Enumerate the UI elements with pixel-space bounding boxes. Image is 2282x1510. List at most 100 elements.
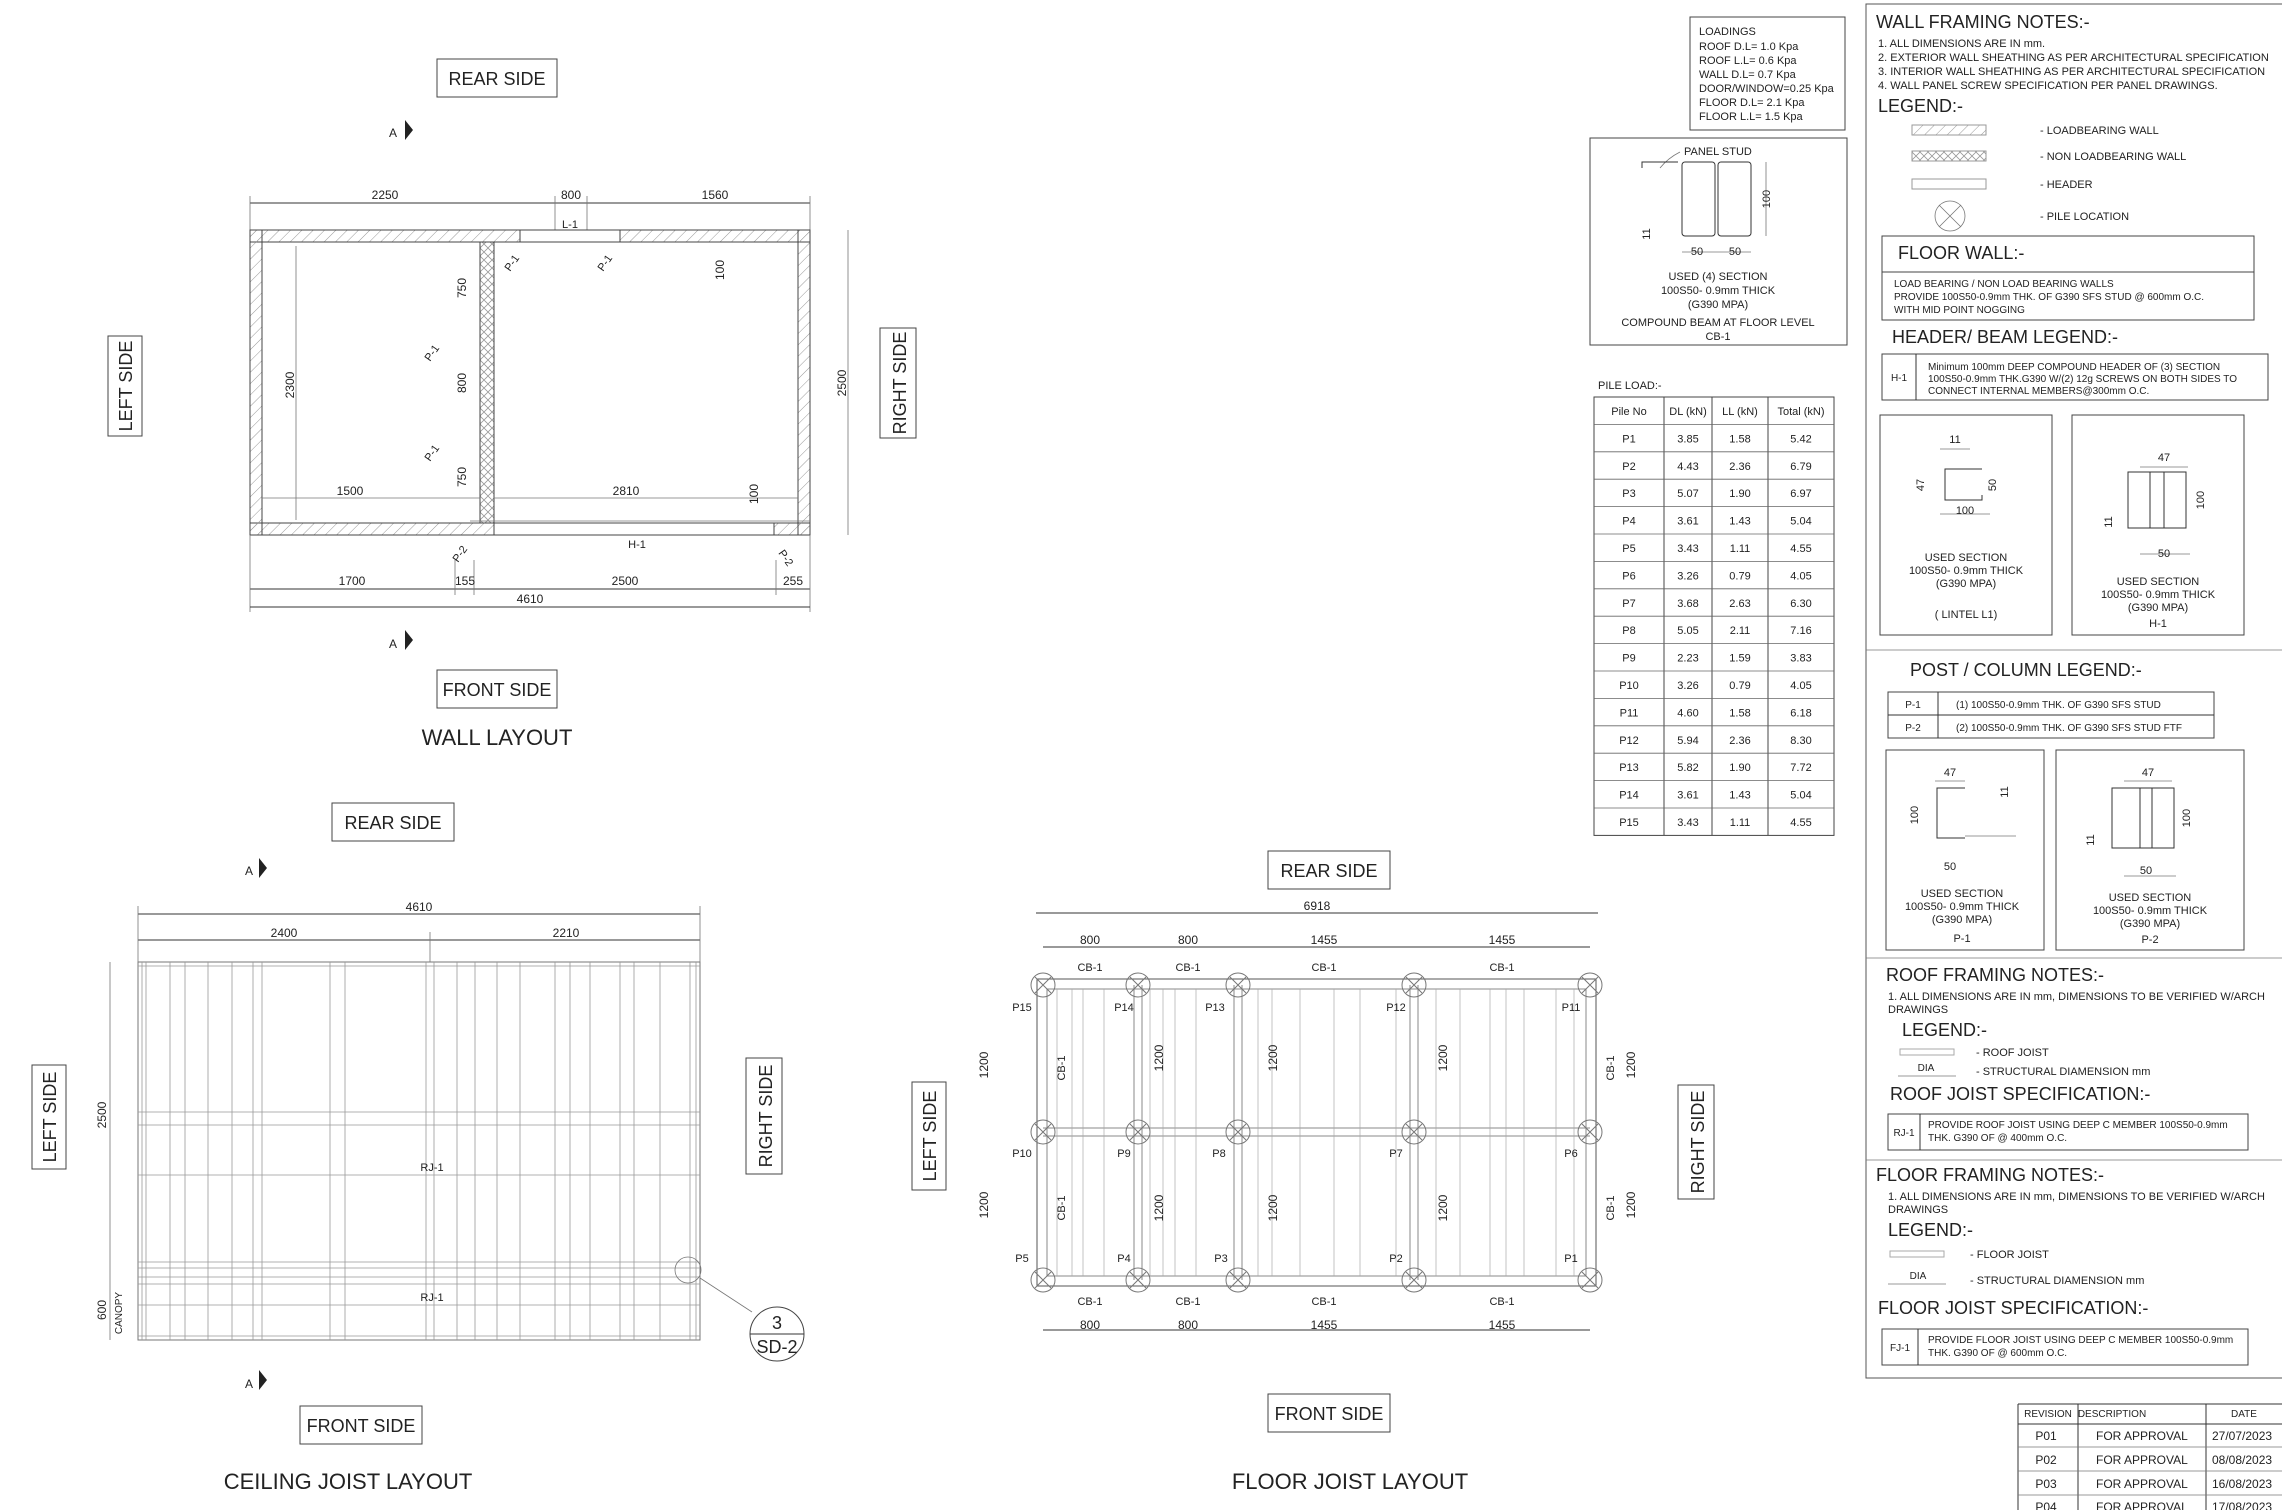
pile-table-cell: P6 (1622, 570, 1635, 582)
header-note: CONNECT INTERNAL MEMBERS@300mm O.C. (1928, 386, 2149, 397)
header-l1 (519, 229, 621, 243)
dim-1560: 1560 (702, 188, 729, 202)
p1-dim: 100 (1909, 806, 1921, 824)
pile-table-cell: 3.26 (1677, 570, 1698, 582)
lintel-dim: 50 (1987, 479, 1999, 491)
h1-section-icon (2127, 471, 2150, 529)
wall-note: 3. INTERIOR WALL SHEATHING AS PER ARCHIT… (1878, 66, 2265, 78)
rev-code: P04 (2035, 1500, 2057, 1510)
pile-P8: P8 (1212, 1148, 1225, 1160)
roof-legend-item: - ROOF JOIST (1976, 1047, 2049, 1059)
roof-framing-title: ROOF FRAMING NOTES:- (1886, 965, 2104, 985)
lintel-note: (G390 MPA) (1936, 578, 1996, 590)
h1-dim: 100 (2195, 491, 2207, 509)
cb1-right-b: CB-1 (1605, 1195, 1617, 1220)
pile-table-cell: P1 (1622, 433, 1635, 445)
pile-location-icon (1030, 1119, 1056, 1145)
h1-dim: 11 (2103, 516, 2115, 527)
pile-cross (1405, 976, 1423, 994)
label-l1: L-1 (562, 219, 578, 231)
roof-note: DRAWINGS (1888, 1004, 1948, 1016)
ceiling-front-label: FRONT SIDE (307, 1416, 416, 1436)
cb1-top-4: CB-1 (1489, 962, 1514, 974)
pile-table-cell: 5.42 (1790, 433, 1811, 445)
p2-note: 100S50- 0.9mm THICK (2093, 905, 2208, 917)
pile-cross (1129, 1271, 1147, 1289)
panel-stud-note: 100S50- 0.9mm THICK (1661, 285, 1776, 297)
post-code: P-2 (1905, 723, 1921, 734)
floor-dim-1200-i4: 1200 (1266, 1194, 1280, 1221)
pile-P1: P1 (1564, 1253, 1577, 1265)
label-p1-d: P-1 (423, 443, 443, 464)
panel-stud-dim-11: 11 (1641, 228, 1653, 239)
floor-spec: THK. G390 OF @ 600mm O.C. (1928, 1348, 2067, 1359)
ceiling-left-label: LEFT SIDE (40, 1072, 60, 1163)
pile-table-cell: 3.43 (1677, 817, 1698, 829)
floor-dim-top-800b: 800 (1178, 933, 1198, 947)
pile-P6: P6 (1564, 1148, 1577, 1160)
pile-load-title: PILE LOAD:- (1598, 380, 1662, 392)
pile-table-cell: P12 (1619, 735, 1639, 747)
pile-cross (1229, 1271, 1247, 1289)
loading-line: ROOF D.L= 1.0 Kpa (1699, 41, 1799, 53)
p1-dim: 47 (1944, 767, 1956, 779)
rev-code: P03 (2035, 1477, 2057, 1491)
detail-sheet: SD-2 (756, 1337, 797, 1357)
rev-header: DATE (2231, 1409, 2257, 1420)
floor-framing-title: FLOOR FRAMING NOTES:- (1876, 1165, 2104, 1185)
floor-left-label: LEFT SIDE (920, 1091, 940, 1182)
pile-cross (1581, 976, 1599, 994)
rear-side-box (436, 58, 558, 98)
roof-legend-title: LEGEND:- (1902, 1020, 1987, 1040)
floor-dim-top-1455a: 1455 (1311, 933, 1338, 947)
pile-table-cell: P10 (1619, 680, 1639, 692)
label-p1-a: P-1 (503, 253, 523, 274)
floor-spec: PROVIDE FLOOR JOIST USING DEEP C MEMBER … (1928, 1335, 2233, 1346)
pile-table-header: Pile No (1611, 406, 1646, 418)
cb1-left-a: CB-1 (1056, 1055, 1068, 1080)
pile-table-cell: 1.59 (1729, 653, 1750, 665)
rev-header: DESCRIPTION (2078, 1409, 2146, 1420)
floor-wall-note: LOAD BEARING / NON LOAD BEARING WALLS (1894, 279, 2114, 290)
ceiling-rj1-a: RJ-1 (420, 1162, 443, 1174)
legend-item: - NON LOADBEARING WALL (2040, 151, 2186, 163)
pile-cross (1405, 1123, 1423, 1141)
header-beam-title: HEADER/ BEAM LEGEND:- (1892, 327, 2118, 347)
pile-table-cell: 1.11 (1730, 543, 1751, 555)
rear-side-label: REAR SIDE (448, 69, 545, 89)
legend-title: LEGEND:- (1878, 96, 1963, 116)
pile-table-cell: 4.05 (1790, 680, 1811, 692)
pile-table-cell: 7.16 (1790, 625, 1811, 637)
pile-table-cell: 1.11 (1730, 817, 1751, 829)
panel-stud-dim-50a: 50 (1691, 246, 1703, 258)
floor-dim-bot-1455b: 1455 (1489, 1318, 1516, 1332)
pile-cross (1034, 1271, 1052, 1289)
pile-cross (1405, 1271, 1423, 1289)
pile-cross (1229, 1123, 1247, 1141)
floor-dim-top-800a: 800 (1080, 933, 1100, 947)
pile-table-cell: P11 (1620, 707, 1639, 719)
header-h1 (493, 522, 775, 536)
pile-table-cell: 6.97 (1790, 488, 1811, 500)
wall-note: 2. EXTERIOR WALL SHEATHING AS PER ARCHIT… (1878, 52, 2269, 64)
cb1-left-b: CB-1 (1056, 1195, 1068, 1220)
loading-line: ROOF L.L= 0.6 Kpa (1699, 55, 1797, 67)
ceiling-rear-label: REAR SIDE (344, 813, 441, 833)
pile-table-cell: 4.43 (1677, 461, 1698, 473)
dia-symbol: DIA (1918, 1063, 1935, 1074)
post-desc: (1) 100S50-0.9mm THK. OF G390 SFS STUD (1956, 700, 2161, 711)
pile-table-header: Total (kN) (1777, 406, 1824, 418)
p1-section-box (1885, 749, 2045, 951)
rev-date: 16/08/2023 (2212, 1477, 2272, 1491)
section-mark-top: A (389, 126, 397, 140)
h1-note: H-1 (2149, 618, 2167, 630)
pile-P7: P7 (1389, 1148, 1402, 1160)
pile-table-cell: 3.68 (1677, 598, 1698, 610)
pile-location-icon (1225, 1267, 1251, 1293)
loadings-box: LOADINGS ROOF D.L= 1.0 Kpa ROOF L.L= 0.6… (1689, 16, 1846, 131)
rev-header: REVISION (2024, 1409, 2072, 1420)
pile-location-icon (1125, 1119, 1151, 1145)
ceiling-section-top: A (245, 864, 253, 878)
pile-table-cell: 1.43 (1729, 516, 1750, 528)
dim-2250: 2250 (372, 188, 399, 202)
